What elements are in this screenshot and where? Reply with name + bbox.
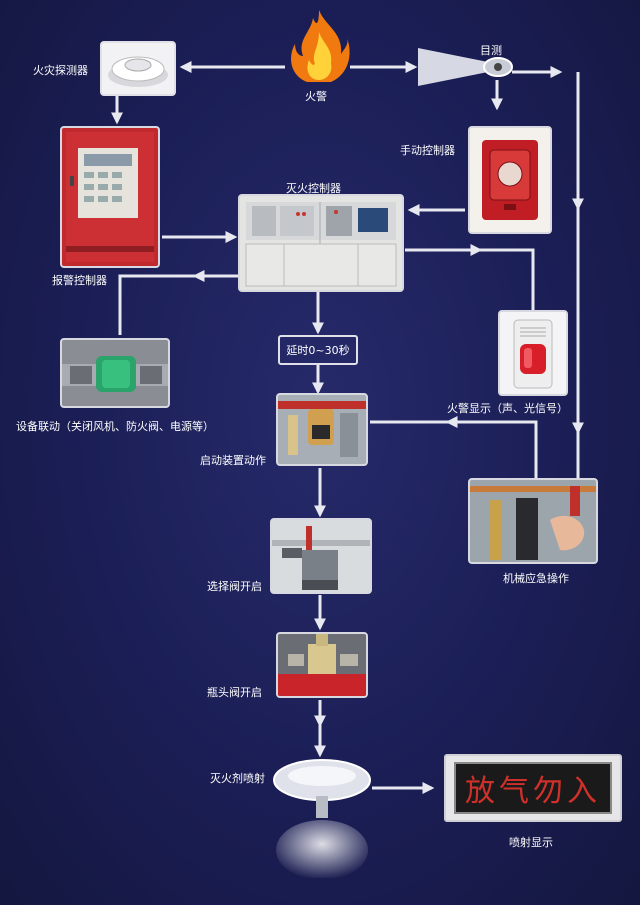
- alarm-display-image: [498, 310, 568, 396]
- arrow-extinguish-linkage: [118, 274, 240, 335]
- mechanical-label: 机械应急操作: [503, 572, 569, 585]
- sign-screen: 放气勿入: [454, 762, 612, 814]
- eye-label: 目测: [480, 44, 502, 57]
- selector-valve-label: 选择阀开启: [207, 580, 262, 593]
- delay-box: 延时0~30秒: [278, 335, 358, 365]
- alarm-display-label: 火警显示（声、光信号）: [447, 402, 568, 415]
- alarm-controller-label: 报警控制器: [52, 274, 107, 287]
- spray-nozzle-image: [270, 758, 374, 880]
- start-device-image: [276, 393, 368, 466]
- linkage-image: [60, 338, 170, 408]
- bottle-valve-image: [276, 632, 368, 698]
- spray-label: 灭火剂喷射: [210, 772, 265, 785]
- start-device-label: 启动装置动作: [200, 454, 266, 467]
- extinguish-controller-label: 灭火控制器: [286, 182, 341, 195]
- fire-label: 火警: [305, 90, 327, 103]
- linkage-label: 设备联动（关闭风机、防火阀、电源等）: [16, 420, 214, 433]
- sign-text: 放气勿入: [465, 774, 601, 809]
- eye-icon: [418, 44, 514, 90]
- alarm-controller-image: [60, 126, 160, 268]
- delay-label: 延时0~30秒: [286, 344, 350, 357]
- smoke-detector-image: [100, 41, 176, 96]
- bottle-valve-label: 瓶头阀开启: [207, 686, 262, 699]
- manual-controller-image: [468, 126, 552, 234]
- extinguish-controller-image: [238, 194, 404, 292]
- arrow-extinguish-display: [405, 248, 535, 310]
- fire-icon: [285, 8, 353, 83]
- manual-label: 手动控制器: [400, 144, 455, 157]
- spray-display-label: 喷射显示: [509, 836, 553, 849]
- detector-label: 火灾探测器: [33, 64, 88, 77]
- mechanical-image: [468, 478, 598, 564]
- spray-display-sign: 放气勿入: [444, 754, 622, 822]
- arrow-mechanical-start: [370, 420, 538, 478]
- selector-valve-image: [270, 518, 372, 594]
